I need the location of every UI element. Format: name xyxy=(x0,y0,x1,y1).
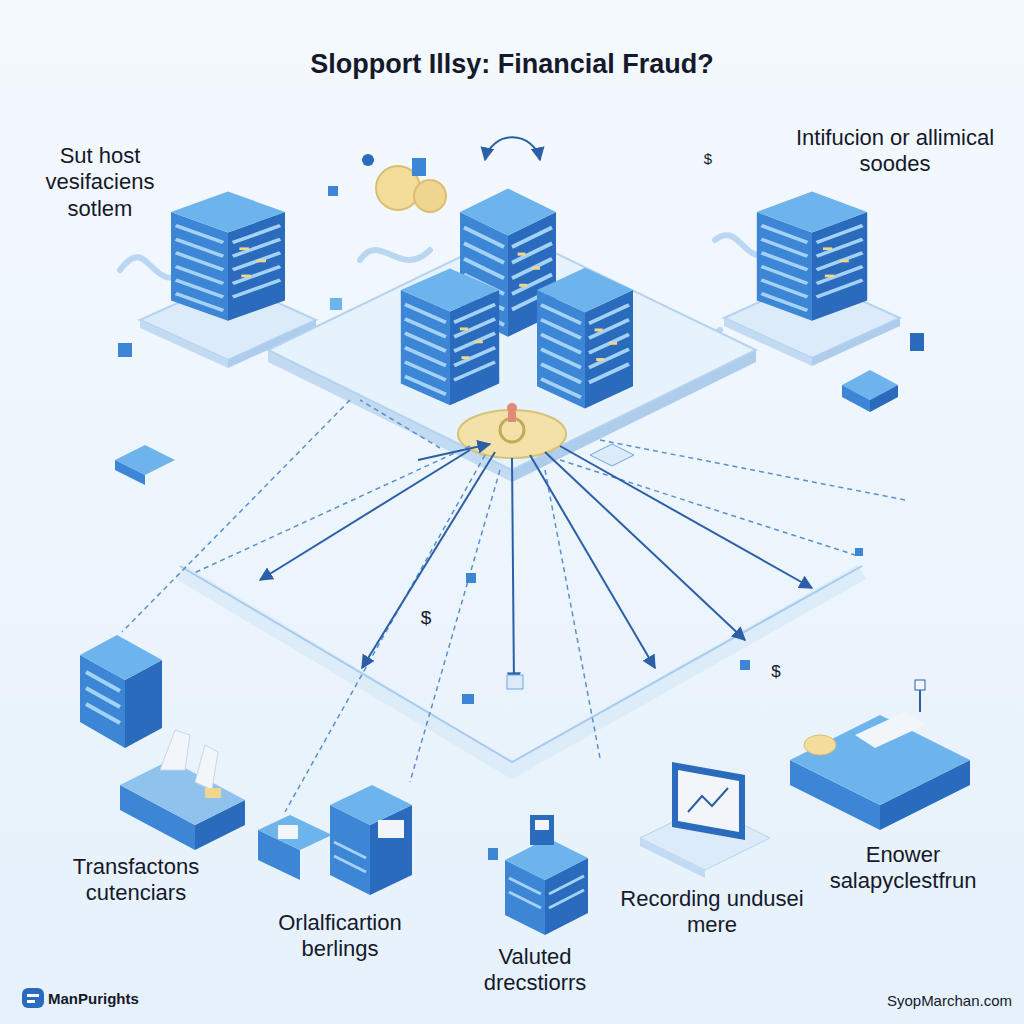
dollar-sign: $ xyxy=(698,150,718,168)
icon-label: Recording undusei mere xyxy=(617,886,807,939)
dollar-sign: $ xyxy=(766,662,786,682)
icon-label: Transfactons cutenciars xyxy=(36,854,236,907)
icon-label: Orlalficartion berlings xyxy=(245,910,435,963)
watermark: SyopMarchan.com xyxy=(812,992,1012,1010)
icon-label: Valuted drecstiorrs xyxy=(450,944,620,997)
server-label: Sut host vesifaciens sotlem xyxy=(25,143,175,222)
logo-text: ManPurights xyxy=(48,990,208,1008)
diagram-title: Slopport Illsy: Financial Fraud? xyxy=(62,48,962,80)
server-label: Intifucion or allimical soodes xyxy=(795,125,995,178)
icon-label: Enower salapyclestfrun xyxy=(803,842,1003,895)
dollar-sign: $ xyxy=(416,607,436,630)
